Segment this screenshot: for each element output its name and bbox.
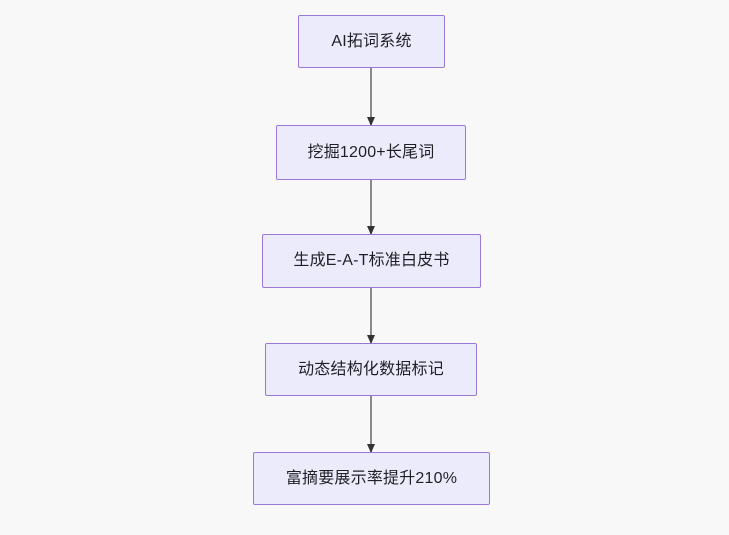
- flow-node-rich-snippet-impression-uplift[interactable]: 富摘要展示率提升210%: [253, 452, 490, 505]
- flow-node-label: 生成E-A-T标准白皮书: [293, 252, 450, 270]
- flow-node-label: 挖掘1200+长尾词: [307, 143, 435, 161]
- flow-node-mine-longtail-keywords[interactable]: 挖掘1200+长尾词: [276, 125, 466, 180]
- flow-node-label: 富摘要展示率提升210%: [285, 469, 458, 487]
- flow-node-generate-eat-whitepaper[interactable]: 生成E-A-T标准白皮书: [262, 234, 481, 288]
- flow-node-label: 动态结构化数据标记: [298, 360, 444, 378]
- flow-node-label: AI拓词系统: [331, 32, 412, 50]
- flow-node-ai-keyword-system[interactable]: AI拓词系统: [298, 15, 445, 68]
- flow-node-dynamic-structured-data-markup[interactable]: 动态结构化数据标记: [265, 343, 477, 396]
